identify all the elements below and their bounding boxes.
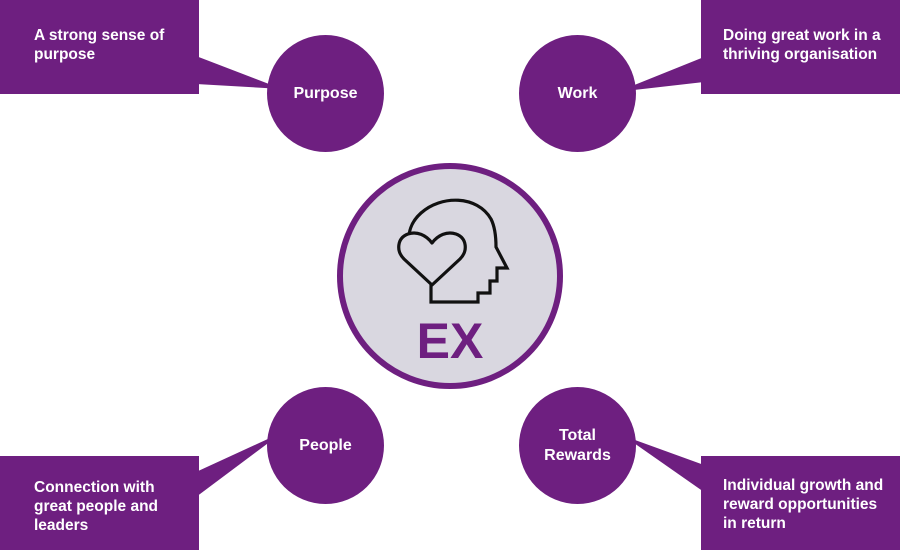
description-line: A strong sense of (34, 27, 165, 44)
node-total-rewards: Total Rewards (519, 387, 636, 504)
description-line: Individual growth and (723, 477, 884, 494)
description-box-work: Doing great work in a thriving organisat… (701, 0, 900, 94)
node-label: Purpose (293, 84, 358, 102)
pointer-rewards (624, 436, 704, 492)
pointer-people (196, 432, 283, 497)
description-line: in return (723, 515, 786, 532)
description-line: Connection with (34, 479, 155, 496)
node-work: Work (519, 35, 636, 152)
head-heart-icon (397, 198, 510, 304)
description-box-people: Connection with great people and leaders (0, 456, 199, 550)
description-line: leaders (34, 517, 89, 534)
hub-circle: EX (337, 163, 563, 389)
node-label-line: Rewards (544, 446, 611, 464)
description-line: great people and (34, 498, 159, 515)
hub-label: EX (416, 313, 484, 369)
description-box-total-rewards: Individual growth and reward opportuniti… (701, 456, 900, 550)
description-line: thriving organisation (723, 46, 878, 63)
node-label-line: Total (558, 426, 596, 444)
description-box-purpose: A strong sense of purpose (0, 0, 199, 94)
pointer-work (617, 57, 704, 92)
node-label: People (299, 436, 352, 454)
node-label: Work (557, 84, 598, 102)
description-line: Doing great work in a (723, 27, 881, 44)
node-purpose: Purpose (267, 35, 384, 152)
description-line: reward opportunities (723, 496, 878, 513)
description-line: purpose (34, 46, 96, 63)
pointer-purpose (196, 56, 282, 89)
node-people: People (267, 387, 384, 504)
